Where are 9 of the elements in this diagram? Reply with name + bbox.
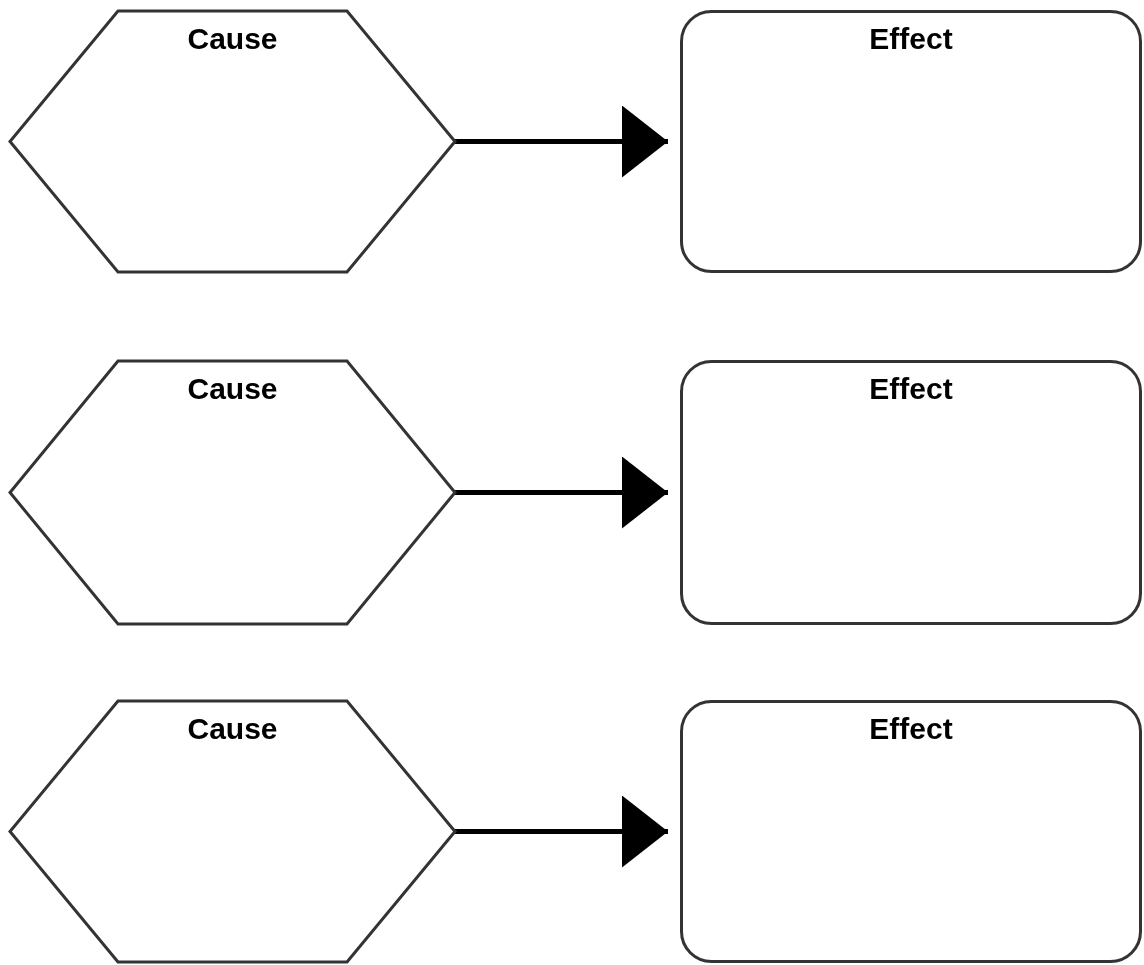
arrow bbox=[455, 105, 668, 178]
node-heading: Cause bbox=[186, 712, 279, 746]
node-heading: Effect bbox=[868, 372, 954, 406]
arrow bbox=[455, 795, 668, 868]
arrow bbox=[455, 456, 668, 529]
node-heading: Effect bbox=[868, 22, 954, 56]
node-heading: Cause bbox=[186, 372, 279, 406]
node-heading: Effect bbox=[868, 712, 954, 746]
node-heading: Cause bbox=[186, 22, 279, 56]
